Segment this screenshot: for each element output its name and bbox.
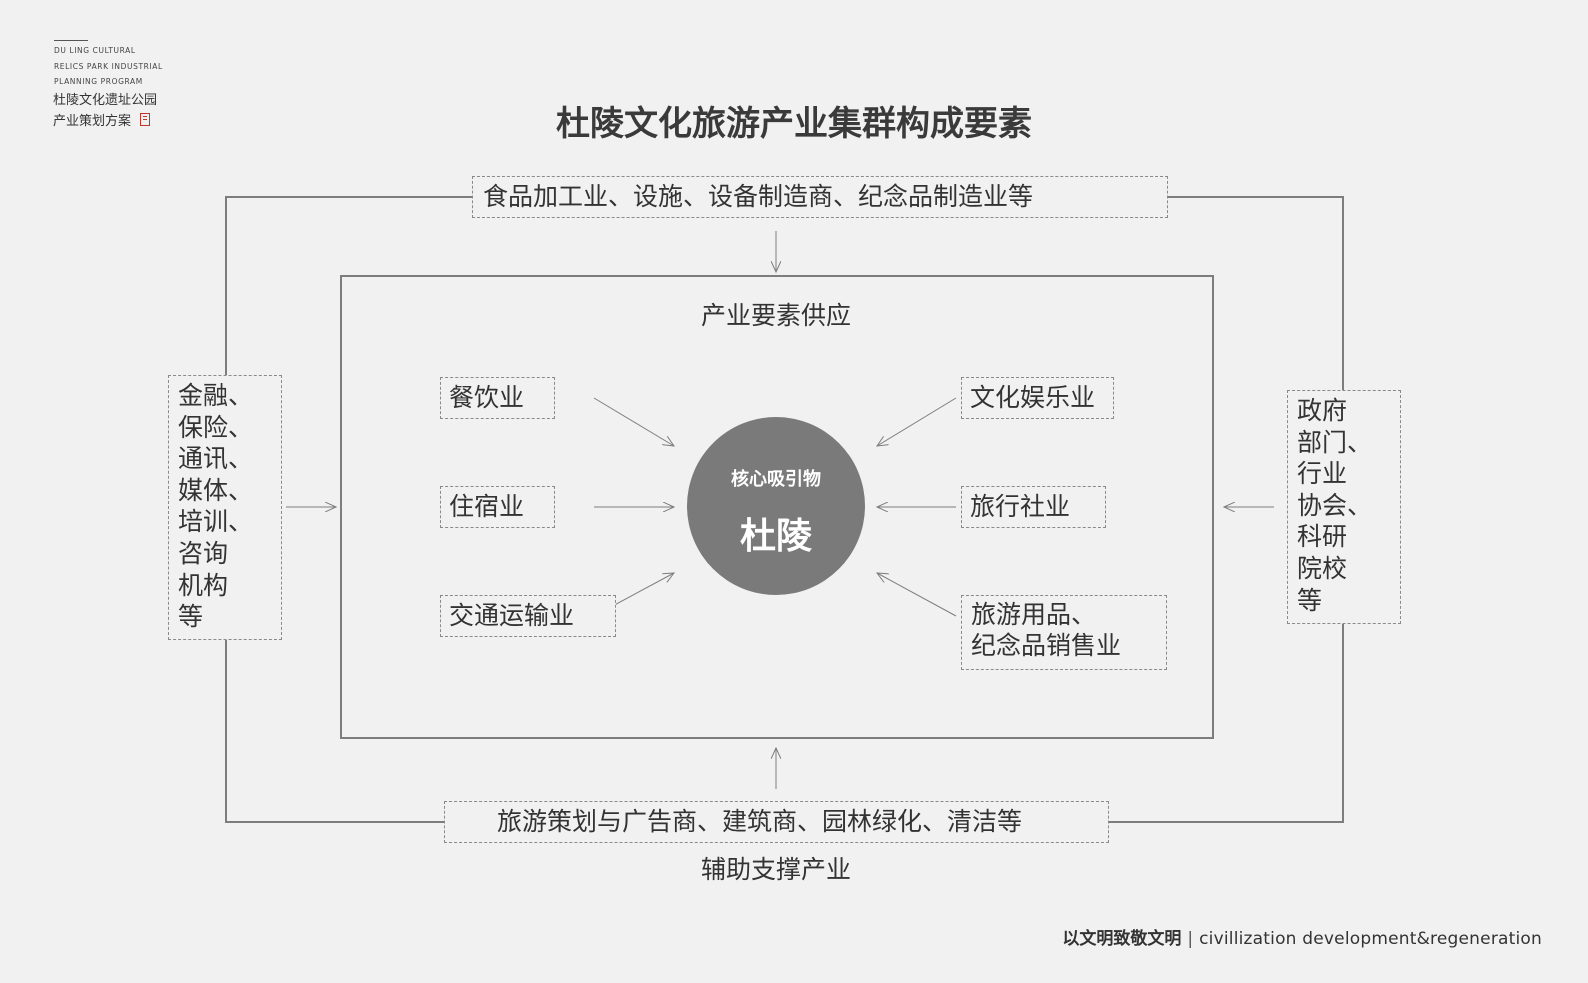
- left-box-line: 保险、: [178, 412, 254, 442]
- top-supplier-box: 食品加工业、设施、设备制造商、纪念品制造业等: [472, 176, 1168, 218]
- left-box-line: 咨询: [178, 538, 229, 568]
- core-attraction-circle: 核心吸引物 杜陵: [687, 417, 865, 595]
- souvenir-line: 旅游用品、: [971, 600, 1097, 629]
- supply-label: 产业要素供应: [700, 301, 851, 330]
- right-box-line: 部门、: [1297, 427, 1373, 457]
- logo-en-line3: PLANNING PROGRAM: [54, 77, 143, 86]
- arrow-entertainment: [877, 397, 957, 446]
- logo-cn-line1: 杜陵文化遗址公园: [53, 93, 158, 108]
- support-label: 辅助支撑产业: [700, 855, 851, 884]
- right-government-box: 政府 部门、 行业 协会、 科研 院校 等: [1287, 390, 1401, 624]
- logo-rule: [54, 40, 88, 41]
- item-lodging: 住宿业: [440, 486, 555, 528]
- footer-slogan: 以文明致敬文明|civillization development&regene…: [1062, 924, 1542, 949]
- logo-en-line1: DU LING CULTURAL: [54, 46, 136, 55]
- left-box-line: 媒体、: [178, 475, 254, 505]
- page-title: 杜陵文化旅游产业集群构成要素: [556, 104, 1032, 144]
- right-box-line: 协会、: [1297, 490, 1373, 520]
- arrow-souvenir: [877, 573, 957, 617]
- left-box-line: 金融、: [178, 381, 254, 410]
- right-box-line: 科研: [1297, 522, 1348, 552]
- item-souvenir-retail: 旅游用品、 纪念品销售业: [961, 595, 1167, 670]
- outer-loop-line: [225, 196, 472, 375]
- right-box-line: 政府: [1297, 396, 1348, 425]
- seal-icon: [140, 113, 150, 126]
- arrow-catering: [593, 397, 674, 446]
- item-transport: 交通运输业: [440, 595, 616, 637]
- item-entertainment: 文化娱乐业: [961, 377, 1114, 419]
- left-box-line: 等: [178, 602, 204, 632]
- footer-separator: |: [1187, 929, 1194, 949]
- footer-en: civillization development&regeneration: [1199, 929, 1542, 949]
- left-finance-box: 金融、 保险、 通讯、 媒体、 培训、 咨询 机构 等: [168, 375, 282, 640]
- core-subtitle: 核心吸引物: [731, 469, 821, 490]
- inner-frame: [340, 275, 1214, 739]
- footer-cn: 以文明致敬文明: [1062, 929, 1182, 949]
- right-box-line: 院校: [1297, 553, 1348, 583]
- item-travel-agency: 旅行社业: [961, 486, 1106, 528]
- right-box-line: 等: [1297, 585, 1323, 615]
- core-name: 杜陵: [739, 516, 812, 557]
- right-box-line: 行业: [1297, 459, 1348, 489]
- left-box-line: 通讯、: [178, 444, 254, 474]
- bottom-support-box: 旅游策划与广告商、建筑商、园林绿化、清洁等: [444, 801, 1109, 843]
- left-box-line: 培训、: [178, 507, 254, 537]
- logo-en-line2: RELICS PARK INDUSTRIAL: [54, 62, 163, 71]
- logo-cn-line2: 产业策划方案: [53, 114, 132, 129]
- souvenir-line: 纪念品销售业: [971, 631, 1122, 660]
- left-box-line: 机构: [178, 570, 229, 600]
- item-catering: 餐饮业: [440, 377, 555, 419]
